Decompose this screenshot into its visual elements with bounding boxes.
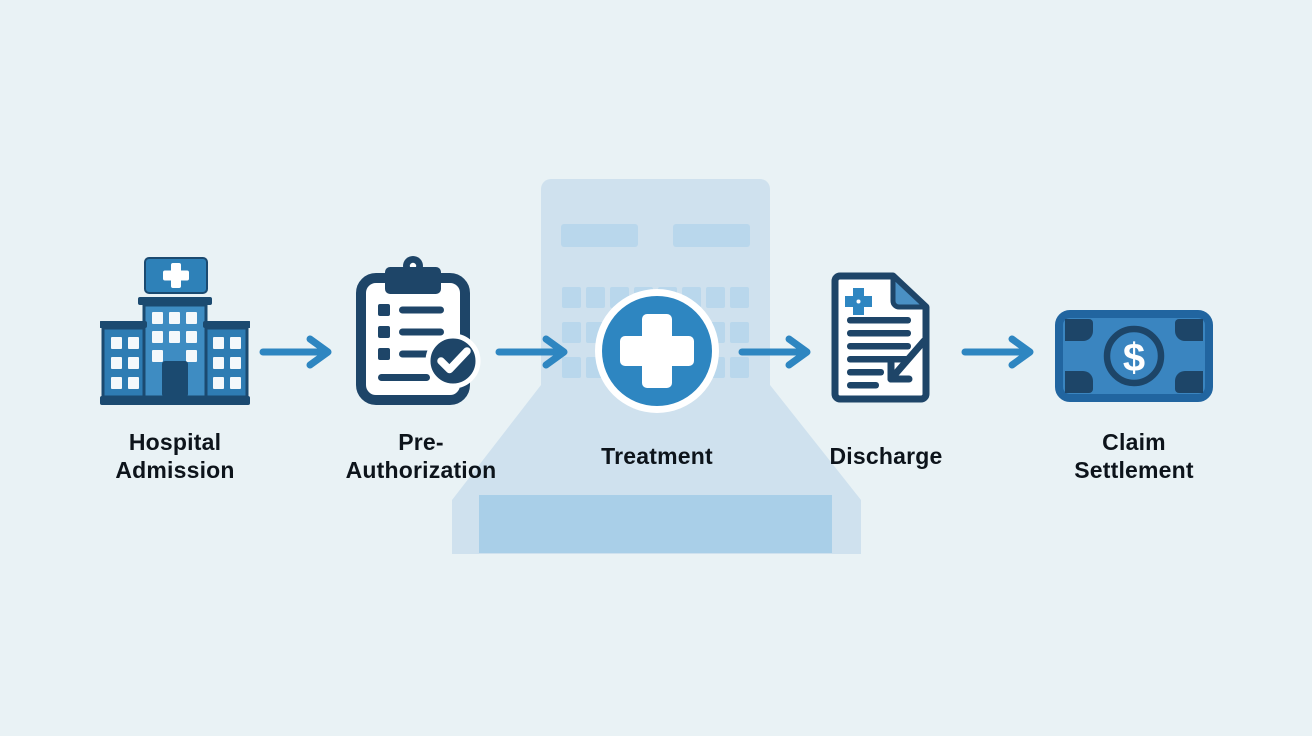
medical-cross-icon [595, 289, 719, 413]
clipboard-checklist-icon [356, 256, 481, 405]
discharge-document-icon [831, 272, 930, 403]
arrow-right-icon [738, 335, 811, 369]
step-label-claim-settlement: Claim Settlement [1014, 424, 1254, 488]
dollar-glyph: $ [1123, 336, 1145, 380]
step-label-treatment: Treatment [537, 424, 777, 488]
step-label-discharge: Discharge [766, 424, 1006, 488]
step-label-line: Discharge [829, 443, 943, 469]
arrow-right-icon [495, 335, 568, 369]
step-label-pre-authorization: Pre- Authorization [301, 424, 541, 488]
step-label-hospital-admission: Hospital Admission [55, 424, 295, 488]
step-label-line: Treatment [601, 443, 713, 469]
step-label-line: Admission [115, 457, 235, 483]
banknote-dollar-icon: $ [1055, 310, 1213, 402]
arrow-right-icon [259, 335, 332, 369]
hospital-building-icon [100, 257, 250, 405]
step-label-line: Settlement [1074, 457, 1194, 483]
step-label-line: Claim [1102, 429, 1166, 455]
step-label-line: Authorization [345, 457, 497, 483]
step-label-line: Pre- [398, 429, 444, 455]
arrow-right-icon [961, 335, 1034, 369]
step-label-line: Hospital [128, 429, 222, 455]
